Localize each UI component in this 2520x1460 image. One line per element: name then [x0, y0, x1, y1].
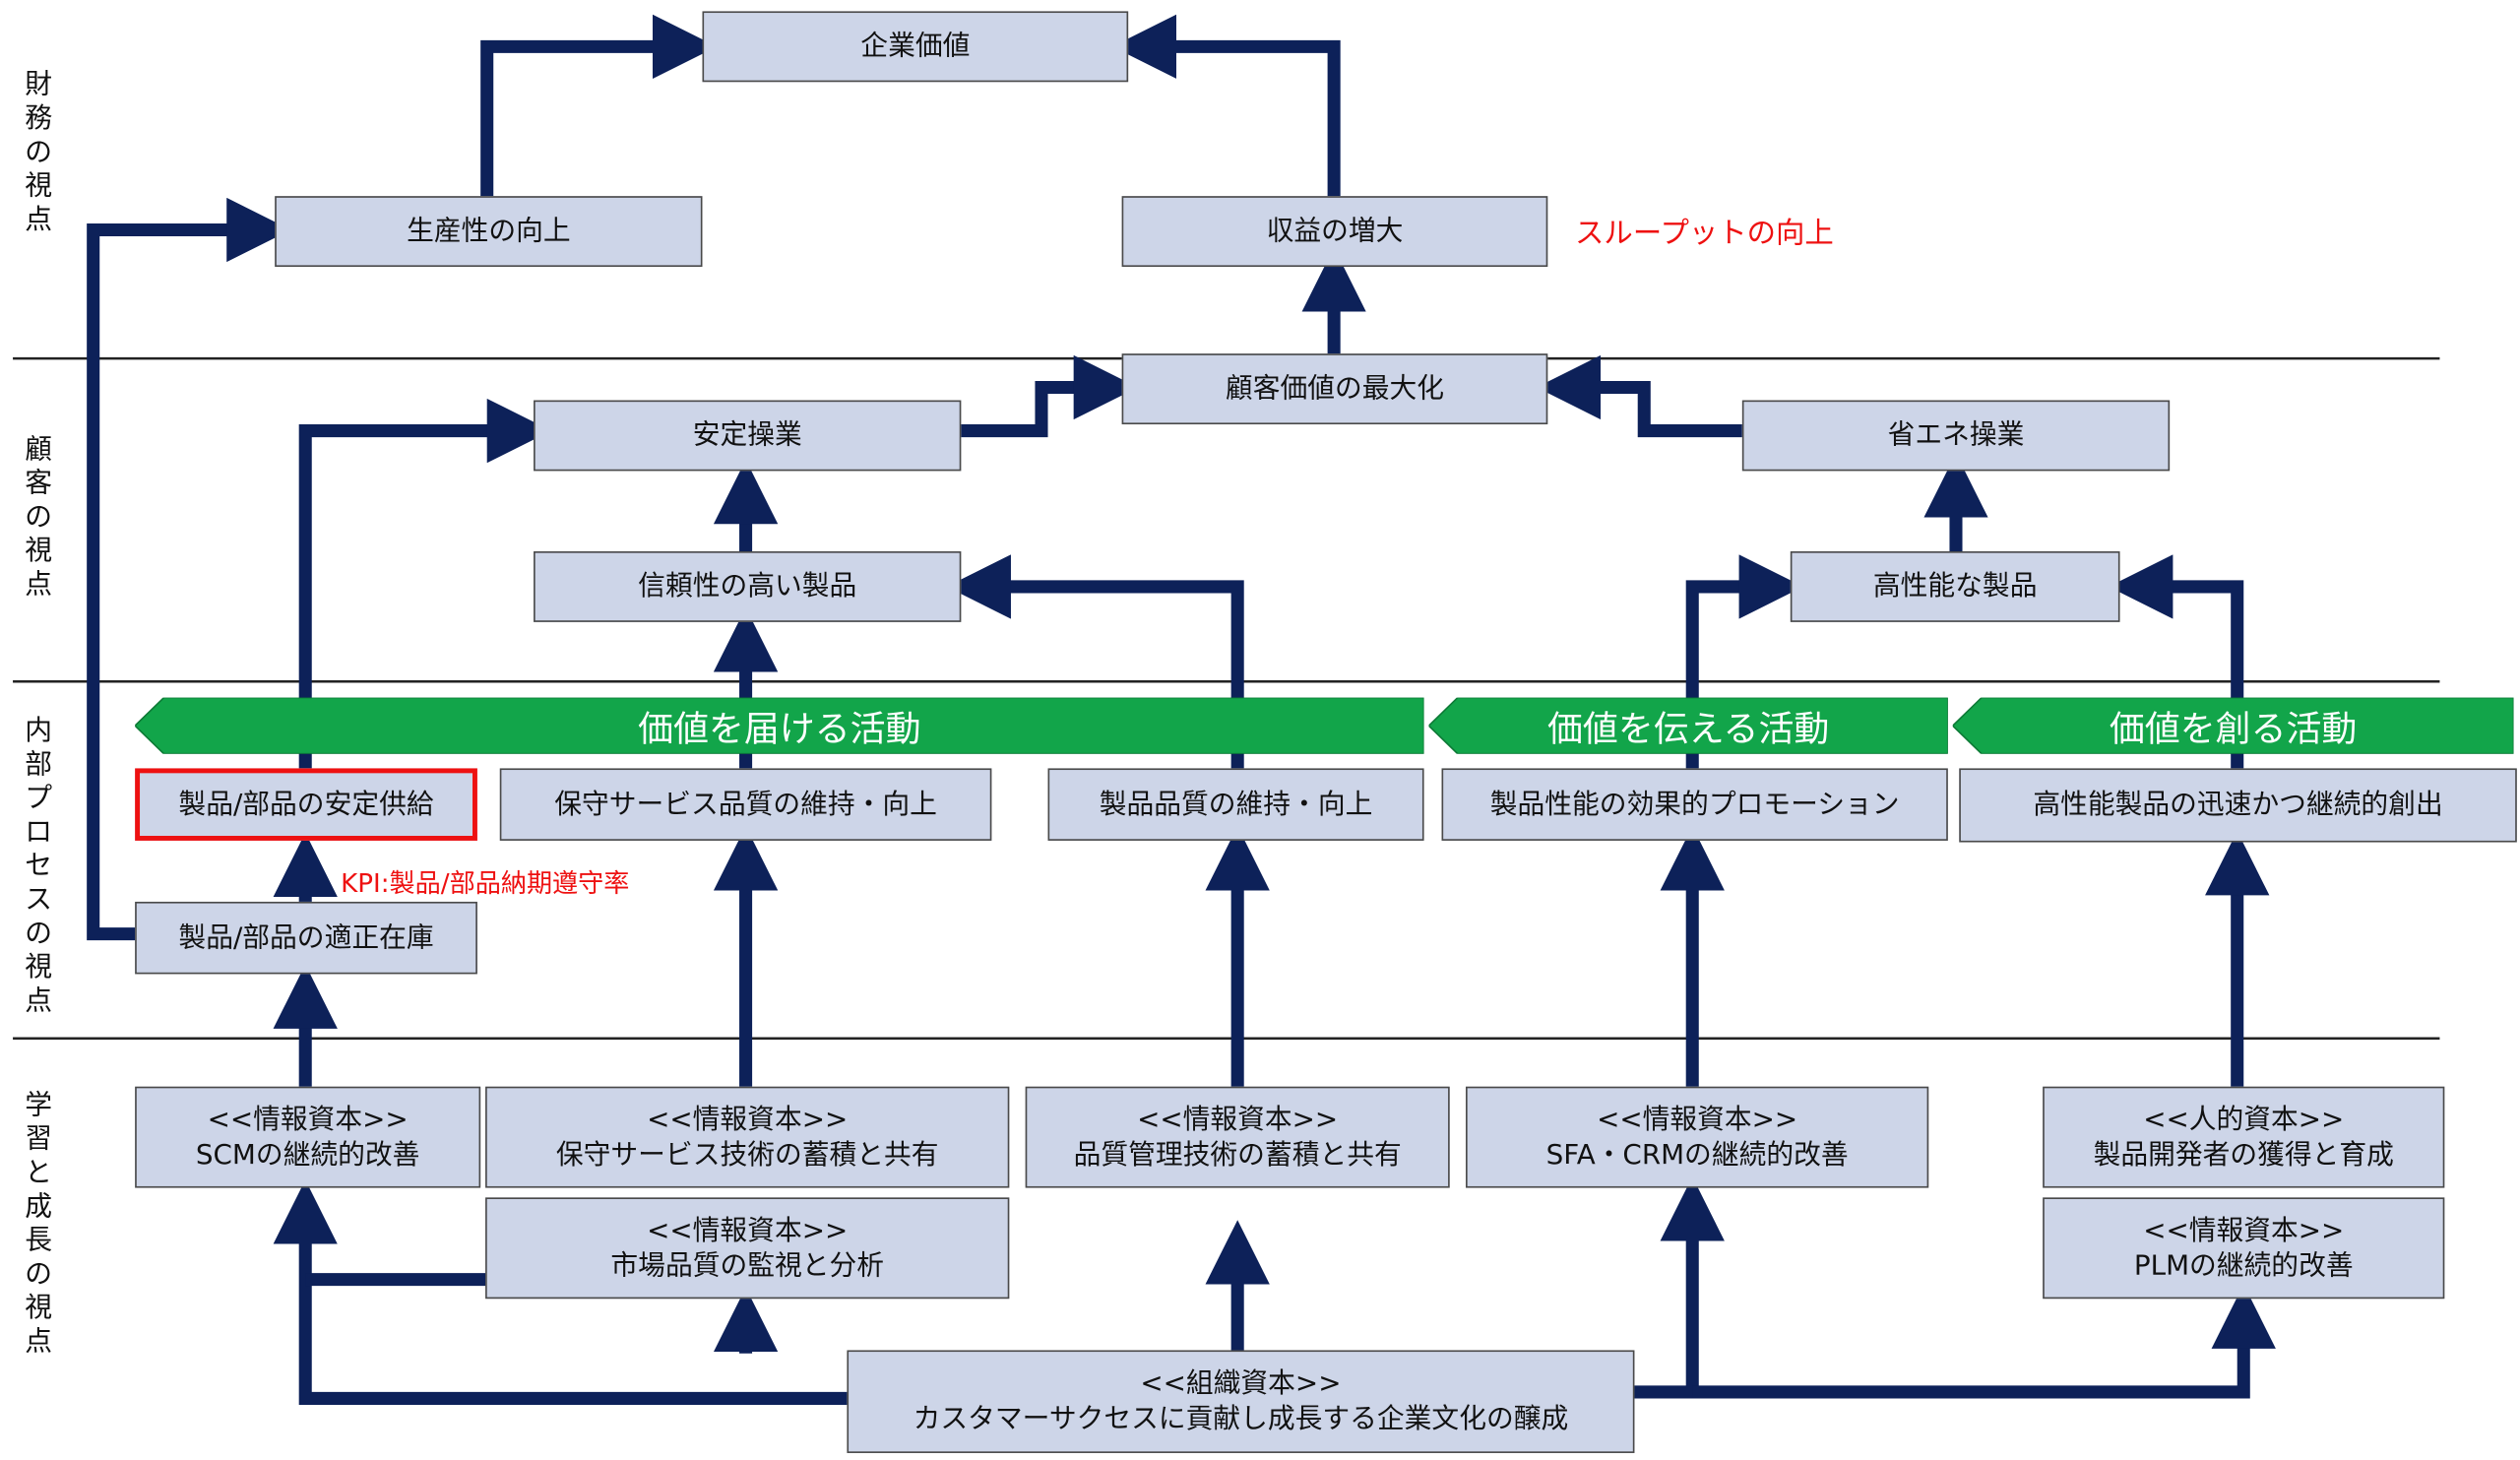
maintenance-tech-label: 保守サービス技術の蓄積と共有 [555, 1138, 939, 1172]
scm-tag: <<情報資本>> [207, 1103, 409, 1136]
product-quality-box: 製品品質の維持・向上 [1047, 768, 1424, 841]
creation-box: 高性能製品の迅速かつ継続的創出 [1959, 768, 2517, 843]
plm-box: <<情報資本>> PLMの継続的改善 [2043, 1197, 2445, 1300]
banner-create-label: 価値を創る活動 [2109, 709, 2358, 750]
reliable-product-box: 信頼性の高い製品 [534, 551, 962, 622]
banner-communicate-label: 価値を伝える活動 [1547, 709, 1830, 750]
stable-operation-box: 安定操業 [534, 400, 962, 472]
maintenance-quality-box: 保守サービス品質の維持・向上 [499, 768, 992, 841]
maintenance-tech-tag: <<情報資本>> [647, 1103, 849, 1136]
stable-operation-label: 安定操業 [692, 419, 802, 452]
corporate-value-box: 企業価値 [702, 11, 1129, 83]
max-customer-value-label: 顧客価値の最大化 [1225, 372, 1444, 406]
kpi-note: KPI:製品/部品納期遵守率 [341, 867, 630, 899]
banner-deliver-label: 価値を届ける活動 [638, 709, 921, 750]
energy-saving-box: 省エネ操業 [1741, 400, 2171, 472]
promotion-box: 製品性能の効果的プロモーション [1441, 768, 1948, 841]
stable-supply-label: 製品/部品の安定供給 [178, 788, 434, 821]
perspective-customer: 顧客の視点 [25, 433, 53, 602]
revenue-label: 収益の増大 [1266, 215, 1404, 248]
developers-label: 製品開発者の獲得と育成 [2093, 1138, 2394, 1172]
culture-box: <<組織資本>> カスタマーサクセスに貢献し成長する企業文化の醸成 [847, 1350, 1635, 1453]
product-quality-label: 製品品質の維持・向上 [1099, 788, 1373, 821]
plm-label: PLMの継続的改善 [2133, 1249, 2354, 1283]
high-performance-product-label: 高性能な製品 [1872, 570, 2038, 603]
revenue-box: 収益の増大 [1121, 196, 1548, 268]
throughput-note: スループットの向上 [1575, 217, 1834, 251]
reliable-product-label: 信頼性の高い製品 [638, 570, 857, 603]
qc-tech-label: 品質管理技術の蓄積と共有 [1073, 1138, 1402, 1172]
plm-tag: <<情報資本>> [2143, 1214, 2345, 1247]
banner-create-value: 価値を創る活動 [1952, 697, 2514, 754]
stable-supply-box: 製品/部品の安定供給 [135, 768, 477, 841]
banner-communicate-value: 価値を伝える活動 [1428, 697, 1948, 754]
maintenance-quality-label: 保守サービス品質の維持・向上 [554, 788, 937, 821]
perspective-learning: 学習と成長の視点 [25, 1089, 53, 1359]
maintenance-tech-box: <<情報資本>> 保守サービス技術の蓄積と共有 [485, 1086, 1010, 1188]
max-customer-value-box: 顧客価値の最大化 [1121, 353, 1548, 425]
high-performance-product-box: 高性能な製品 [1790, 551, 2120, 622]
perspective-internal: 内部プロセスの視点 [25, 715, 53, 1018]
proper-inventory-label: 製品/部品の適正在庫 [178, 921, 434, 955]
sfa-crm-tag: <<情報資本>> [1597, 1103, 1798, 1136]
market-quality-box: <<情報資本>> 市場品質の監視と分析 [485, 1197, 1010, 1300]
market-quality-label: 市場品質の監視と分析 [610, 1249, 884, 1283]
scm-label: SCMの継続的改善 [195, 1138, 420, 1172]
energy-saving-label: 省エネ操業 [1887, 419, 2025, 452]
promotion-label: 製品性能の効果的プロモーション [1489, 788, 1900, 821]
proper-inventory-box: 製品/部品の適正在庫 [135, 901, 477, 975]
sfa-crm-label: SFA・CRMの継続的改善 [1545, 1138, 1849, 1172]
banner-deliver-value: 価値を届ける活動 [135, 697, 1424, 754]
productivity-label: 生産性の向上 [407, 215, 571, 248]
corporate-value-label: 企業価値 [860, 31, 971, 63]
market-quality-tag: <<情報資本>> [647, 1214, 849, 1247]
culture-label: カスタマーサクセスに貢献し成長する企業文化の醸成 [913, 1403, 1569, 1436]
scm-box: <<情報資本>> SCMの継続的改善 [135, 1086, 481, 1188]
culture-tag: <<組織資本>> [1140, 1367, 1342, 1401]
developers-box: <<人的資本>> 製品開発者の獲得と育成 [2043, 1086, 2445, 1188]
creation-label: 高性能製品の迅速かつ継続的創出 [2033, 789, 2443, 822]
developers-tag: <<人的資本>> [2143, 1103, 2345, 1136]
productivity-box: 生産性の向上 [275, 196, 703, 268]
perspective-financial: 財務の視点 [25, 69, 53, 237]
sfa-crm-box: <<情報資本>> SFA・CRMの継続的改善 [1466, 1086, 1929, 1188]
qc-tech-box: <<情報資本>> 品質管理技術の蓄積と共有 [1025, 1086, 1450, 1188]
qc-tech-tag: <<情報資本>> [1137, 1103, 1339, 1136]
